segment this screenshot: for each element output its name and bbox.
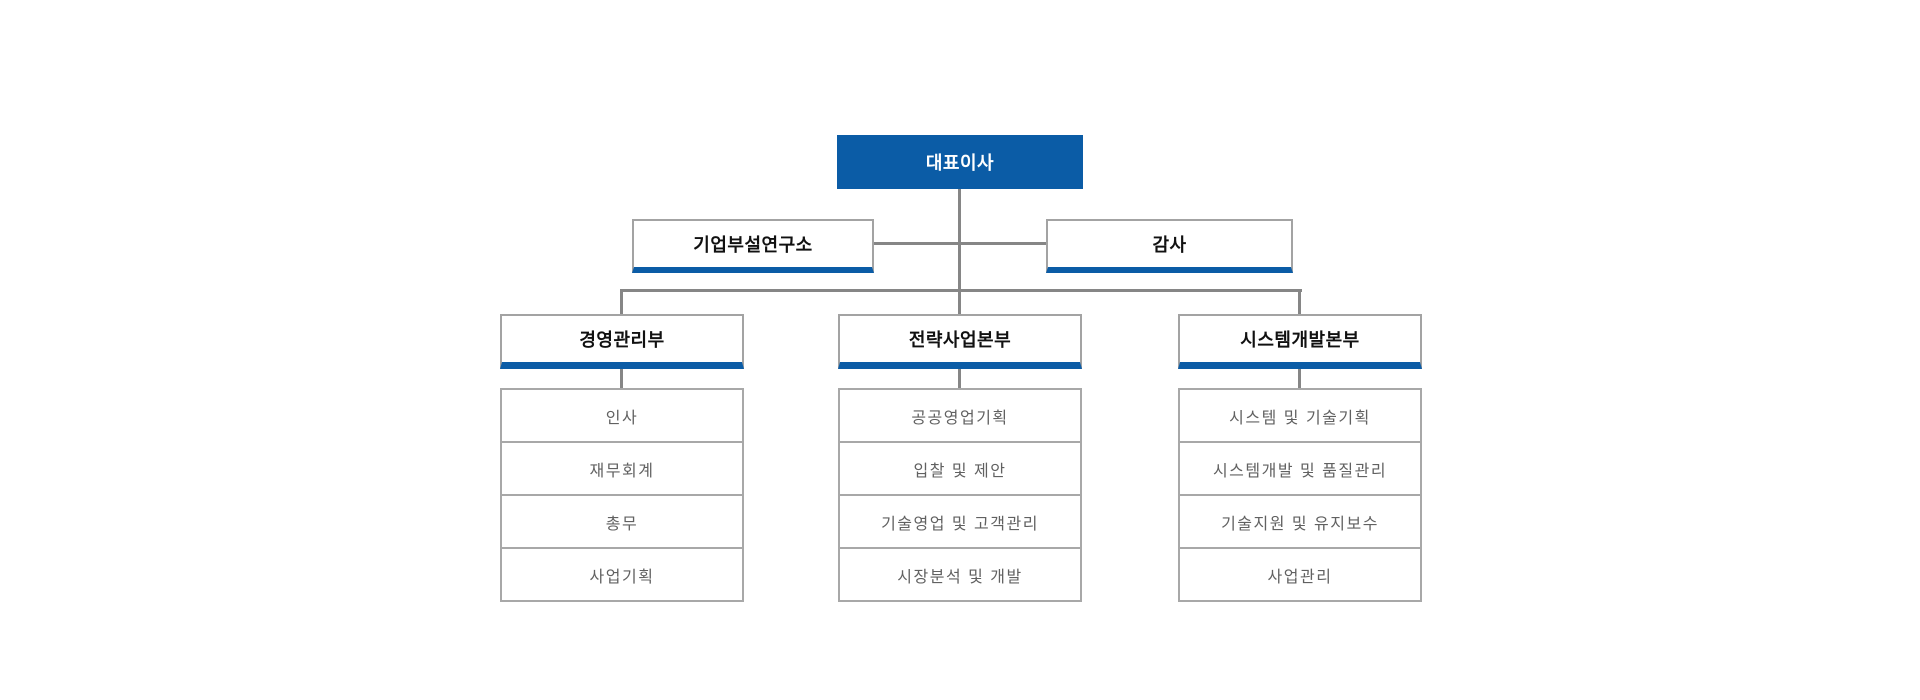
division-item-label: 재무회계 bbox=[589, 462, 655, 480]
staff-node-research-institute: 기업부설연구소 bbox=[632, 219, 874, 273]
division-item: 기술지원 및 유지보수 bbox=[1178, 494, 1422, 549]
connector-stub-division-1 bbox=[620, 289, 623, 315]
division-item-label: 시스템 및 기술기획 bbox=[1229, 409, 1371, 427]
connector-stub-list-2 bbox=[958, 368, 961, 389]
division-list: 인사 재무회계 총무 사업기획 bbox=[500, 388, 744, 602]
division-item: 기술영업 및 고객관리 bbox=[838, 494, 1082, 549]
connector-stub-division-2 bbox=[958, 289, 961, 315]
division-item-label: 사업기획 bbox=[589, 568, 655, 586]
division-header-system-development: 시스템개발본부 bbox=[1178, 314, 1422, 369]
division-item-label: 총무 bbox=[605, 515, 639, 533]
connector-divisions-horizontal bbox=[620, 289, 1302, 292]
division-item: 시스템 및 기술기획 bbox=[1178, 388, 1422, 443]
staff-label: 기업부설연구소 bbox=[693, 235, 813, 255]
division-item: 사업관리 bbox=[1178, 547, 1422, 602]
connector-staff-horizontal bbox=[874, 242, 1046, 245]
connector-ceo-vertical bbox=[958, 189, 961, 293]
division-column-management: 경영관리부 인사 재무회계 총무 사업기획 bbox=[500, 314, 744, 602]
division-item-label: 시스템개발 및 품질관리 bbox=[1212, 462, 1388, 480]
staff-label: 감사 bbox=[1152, 235, 1187, 255]
division-item: 공공영업기획 bbox=[838, 388, 1082, 443]
division-list: 시스템 및 기술기획 시스템개발 및 품질관리 기술지원 및 유지보수 사업관리 bbox=[1178, 388, 1422, 602]
ceo-label: 대표이사 bbox=[925, 153, 995, 173]
division-list: 공공영업기획 입찰 및 제안 기술영업 및 고객관리 시장분석 및 개발 bbox=[838, 388, 1082, 602]
division-item-label: 공공영업기획 bbox=[911, 409, 1009, 427]
division-item: 재무회계 bbox=[500, 441, 744, 496]
division-item-label: 기술지원 및 유지보수 bbox=[1221, 515, 1379, 533]
division-item: 시스템개발 및 품질관리 bbox=[1178, 441, 1422, 496]
division-item-label: 기술영업 및 고객관리 bbox=[881, 515, 1039, 533]
division-column-system-development: 시스템개발본부 시스템 및 기술기획 시스템개발 및 품질관리 기술지원 및 유… bbox=[1178, 314, 1422, 602]
division-item-label: 사업관리 bbox=[1267, 568, 1333, 586]
division-header-management: 경영관리부 bbox=[500, 314, 744, 369]
division-header-label: 시스템개발본부 bbox=[1240, 330, 1360, 350]
staff-node-audit: 감사 bbox=[1046, 219, 1293, 273]
division-column-strategic-business: 전략사업본부 공공영업기획 입찰 및 제안 기술영업 및 고객관리 시장분석 및… bbox=[838, 314, 1082, 602]
division-item-label: 입찰 및 제안 bbox=[913, 462, 1007, 480]
division-header-strategic-business: 전략사업본부 bbox=[838, 314, 1082, 369]
connector-stub-list-3 bbox=[1298, 368, 1301, 389]
division-item: 시장분석 및 개발 bbox=[838, 547, 1082, 602]
division-item-label: 인사 bbox=[605, 409, 639, 427]
division-item: 사업기획 bbox=[500, 547, 744, 602]
ceo-node: 대표이사 bbox=[837, 135, 1083, 189]
division-item-label: 시장분석 및 개발 bbox=[897, 568, 1023, 586]
division-item: 인사 bbox=[500, 388, 744, 443]
division-header-label: 전략사업본부 bbox=[908, 330, 1012, 350]
connector-stub-division-3 bbox=[1298, 289, 1301, 315]
division-item: 입찰 및 제안 bbox=[838, 441, 1082, 496]
connector-stub-list-1 bbox=[620, 368, 623, 389]
division-header-label: 경영관리부 bbox=[579, 330, 665, 350]
division-item: 총무 bbox=[500, 494, 744, 549]
